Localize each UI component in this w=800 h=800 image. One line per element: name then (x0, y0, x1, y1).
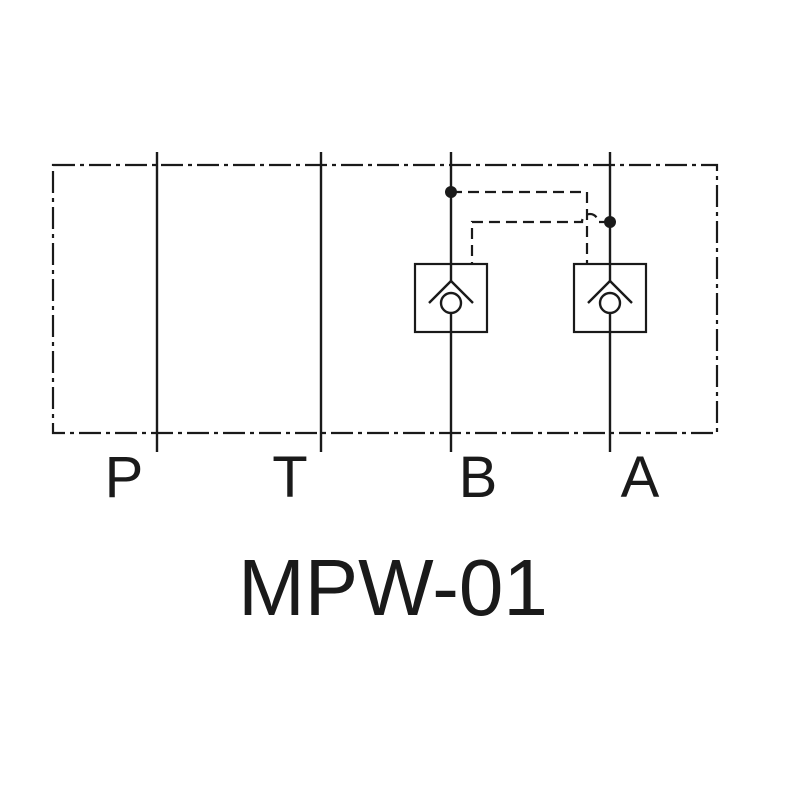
pilot-line-a-to-b-valve (470, 212, 610, 264)
junction-dot-b (445, 186, 457, 198)
port-label-b: B (459, 445, 498, 510)
model-label: MPW-01 (238, 543, 548, 632)
port-label-a: A (621, 445, 660, 510)
junction-dot-a (604, 216, 616, 228)
valve-body-outline (51, 163, 719, 435)
port-label-p: P (105, 445, 144, 510)
check-valve-a (572, 262, 648, 334)
port-label-t: T (272, 445, 307, 510)
check-valve-b (413, 262, 489, 334)
pilot-line-b-to-a-valve (451, 190, 589, 264)
